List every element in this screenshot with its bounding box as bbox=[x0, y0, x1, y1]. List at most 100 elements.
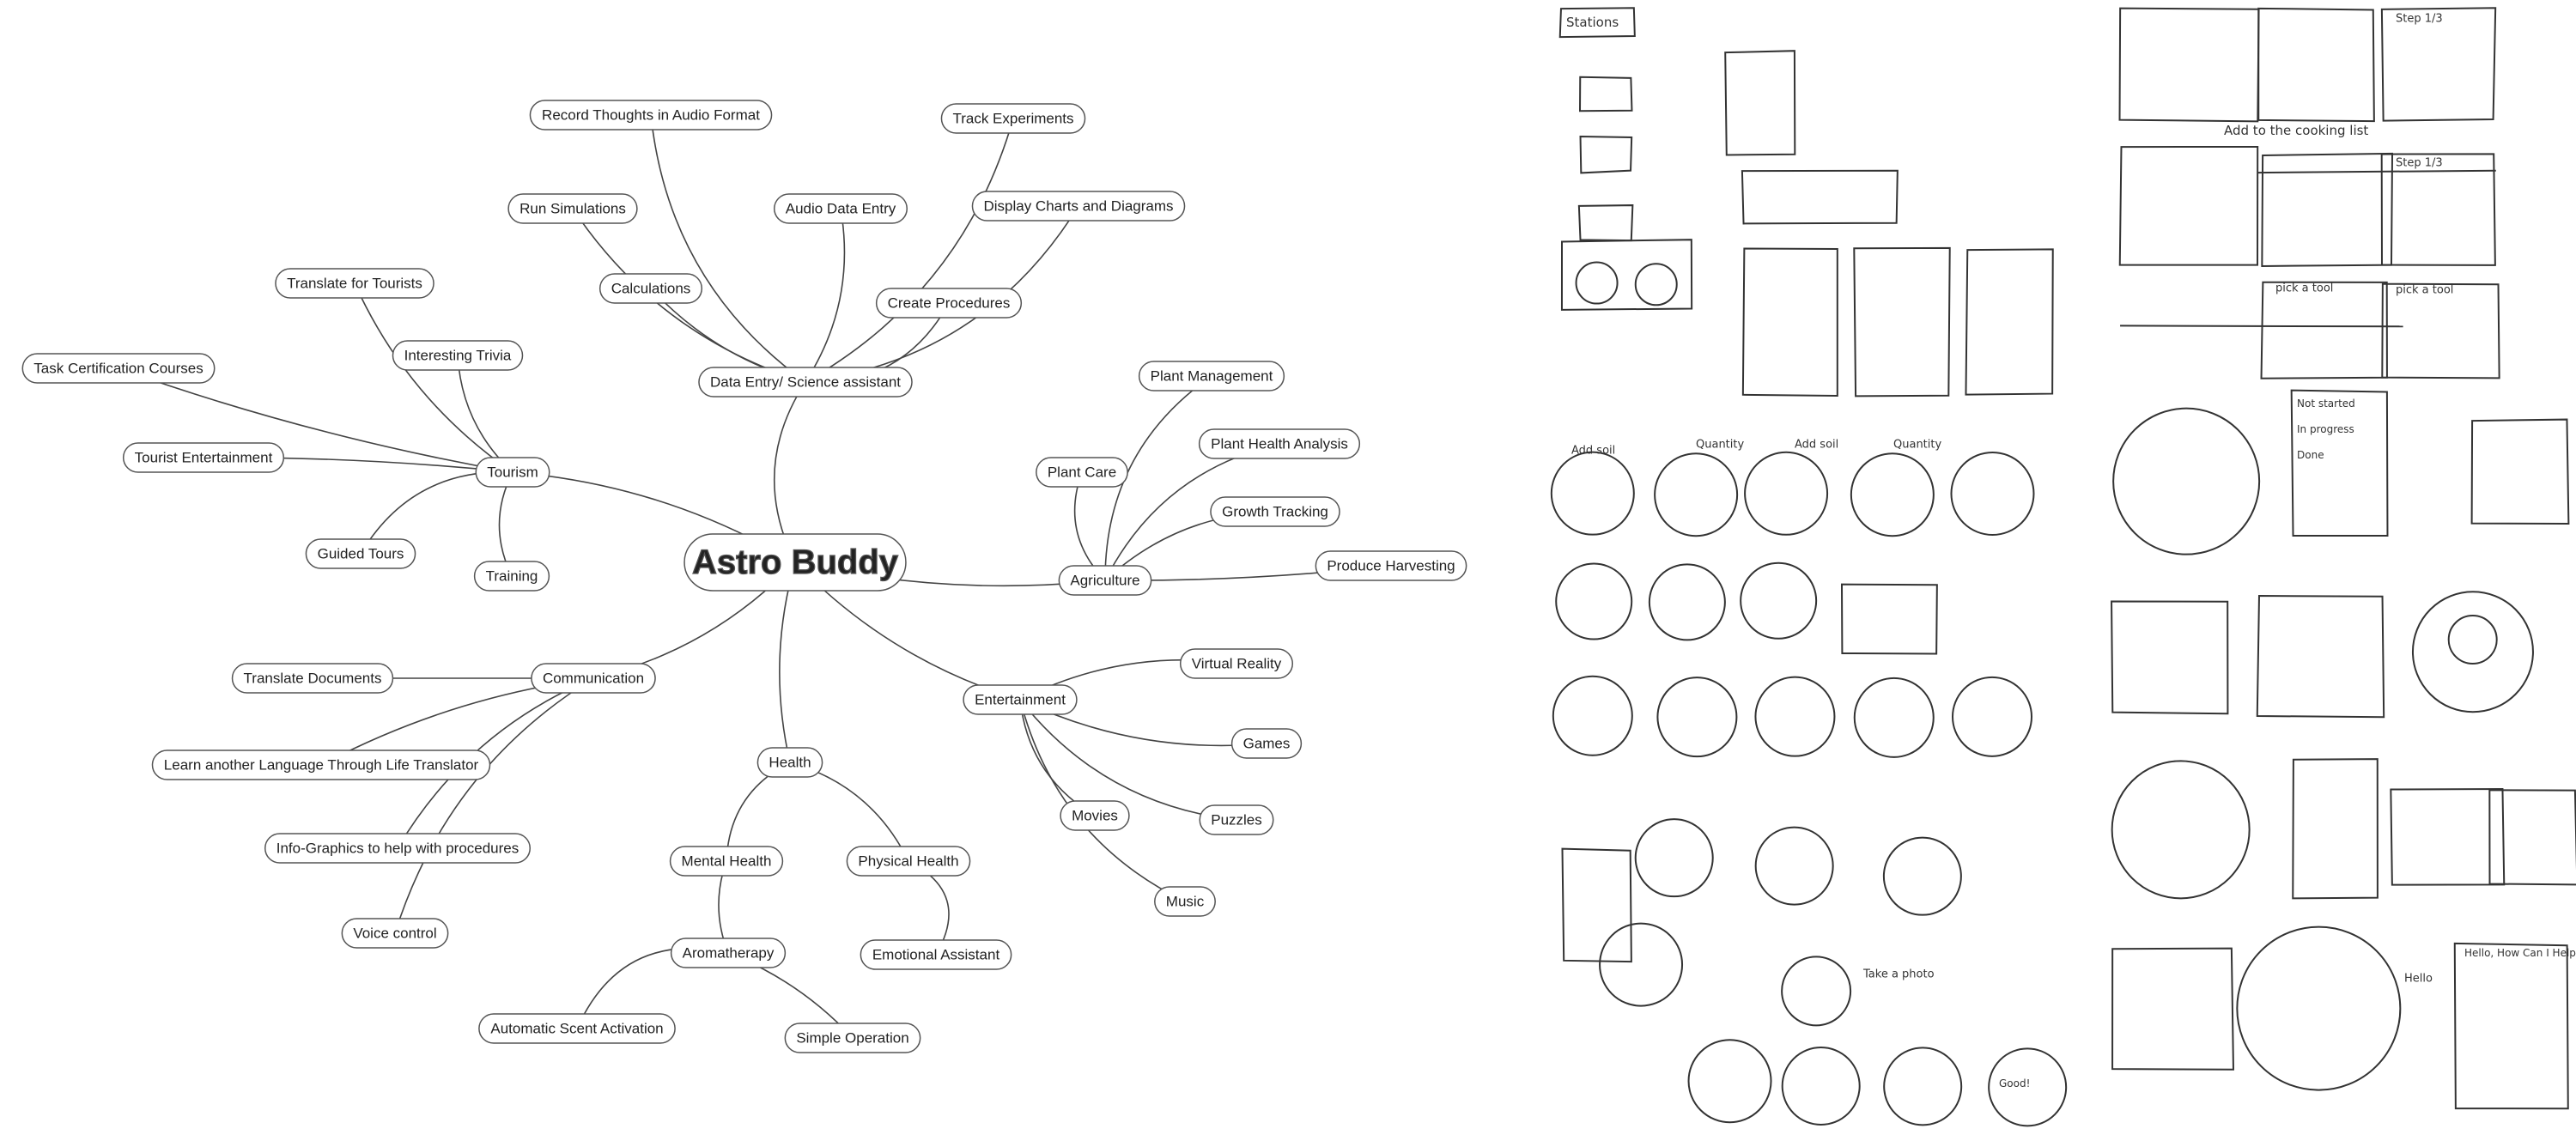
station-sketch bbox=[1579, 135, 1633, 174]
node-pill bbox=[1199, 804, 1274, 835]
connector-agriculture-to-plant-care bbox=[1073, 471, 1106, 581]
node-pill bbox=[264, 833, 532, 864]
node-label: Produce Harvesting bbox=[1327, 558, 1455, 574]
node-pill bbox=[151, 749, 491, 780]
node-pill bbox=[231, 663, 394, 694]
node-pill bbox=[1210, 496, 1340, 527]
node-label: Task Certification Courses bbox=[33, 361, 203, 377]
node-track-experiments: Track Experiments bbox=[940, 103, 1086, 134]
node-pill bbox=[1315, 550, 1467, 581]
tool-picker-sketch bbox=[2260, 281, 2388, 379]
node-pill bbox=[670, 938, 787, 968]
connector-tourism-to-interesting-trivia bbox=[457, 355, 513, 473]
status-list-sketch bbox=[2290, 389, 2389, 537]
node-pill bbox=[531, 663, 656, 694]
dial-sketch bbox=[1634, 263, 1678, 306]
tray-sketch bbox=[1741, 169, 1899, 225]
grid-screen-sketch bbox=[2118, 7, 2260, 123]
watch-screen-sketch bbox=[1599, 922, 1684, 1007]
node-pill bbox=[1179, 648, 1294, 679]
node-plant-health-analysis: Plant Health Analysis bbox=[1198, 428, 1361, 459]
watch-screen-sketch bbox=[1850, 452, 1935, 537]
node-label: Create Procedures bbox=[888, 295, 1011, 312]
node-games: Games bbox=[1230, 728, 1303, 759]
node-agriculture: Agriculture bbox=[1058, 565, 1152, 596]
popup-sketch bbox=[1840, 583, 1938, 655]
sketch-label: Quantity bbox=[1893, 439, 1941, 452]
form-screen-sketch bbox=[2488, 789, 2576, 886]
node-pill bbox=[341, 918, 449, 949]
sketch-label: Stations bbox=[1566, 15, 1619, 30]
screen-sketch bbox=[2257, 7, 2375, 123]
watch-screen-sketch bbox=[1950, 451, 2035, 536]
node-tourism: Tourism bbox=[475, 457, 550, 488]
phone-sketch bbox=[1561, 847, 1632, 963]
node-label: Automatic Scent Activation bbox=[490, 1021, 663, 1037]
node-label: Record Thoughts in Audio Format bbox=[542, 107, 760, 124]
node-guided-tours: Guided Tours bbox=[305, 538, 416, 569]
node-label: Growth Tracking bbox=[1222, 504, 1328, 520]
node-pill bbox=[860, 939, 1012, 970]
node-label: Astro Buddy bbox=[692, 543, 899, 581]
sketch-label: Good! bbox=[1999, 1077, 2030, 1089]
connector-tourism-to-task-certification-courses bbox=[118, 367, 513, 473]
node-label: Display Charts and Diagrams bbox=[983, 198, 1173, 215]
node-pill bbox=[773, 193, 908, 224]
phone-sketch bbox=[1965, 248, 2054, 396]
sketch-label: Step 1/3 bbox=[2396, 13, 2443, 26]
station-sketch bbox=[1577, 204, 1634, 242]
step-screen-sketch bbox=[2380, 7, 2497, 122]
mind-map-nodes: Astro Buddy Data Entry/ Science assistant… bbox=[21, 100, 1467, 1053]
node-communication: Communication bbox=[531, 663, 656, 694]
node-label: Entertainment bbox=[975, 692, 1066, 708]
node-pill bbox=[971, 191, 1186, 222]
connector-communication-to-voice-control bbox=[394, 677, 594, 934]
node-label: Learn another Language Through Life Tran… bbox=[164, 757, 479, 774]
node-entertainment: Entertainment bbox=[963, 684, 1078, 715]
node-pill bbox=[1036, 457, 1128, 488]
node-label: Mental Health bbox=[682, 853, 772, 870]
watch-screen-sketch bbox=[1552, 675, 1633, 756]
node-pill bbox=[475, 457, 550, 488]
watch-screen-sketch bbox=[1550, 451, 1635, 536]
sketch-label: pick a tool bbox=[2396, 284, 2453, 297]
node-label: Emotional Assistant bbox=[872, 947, 1000, 963]
node-task-certification-courses: Task Certification Courses bbox=[21, 353, 216, 384]
astro-buddy-mind-map: Astro Buddy Data Entry/ Science assistant… bbox=[21, 100, 1467, 1053]
node-interesting-trivia: Interesting Trivia bbox=[392, 340, 524, 371]
node-label: Agriculture bbox=[1070, 573, 1139, 589]
node-virtual-reality: Virtual Reality bbox=[1179, 648, 1294, 679]
node-translate-documents: Translate Documents bbox=[231, 663, 394, 694]
flow-arrow-sketch bbox=[2257, 169, 2496, 174]
node-growth-tracking: Growth Tracking bbox=[1210, 496, 1340, 527]
node-label: Aromatherapy bbox=[683, 945, 775, 962]
node-label: Puzzles bbox=[1211, 812, 1262, 828]
node-label: Audio Data Entry bbox=[786, 201, 896, 217]
assistant-watch-sketch bbox=[2236, 925, 2402, 1091]
node-pill bbox=[529, 100, 773, 130]
node-pill bbox=[21, 353, 216, 384]
node-display-charts-and-diagrams: Display Charts and Diagrams bbox=[971, 191, 1186, 222]
node-pill bbox=[698, 367, 913, 398]
node-pill bbox=[875, 288, 1023, 319]
node-pill bbox=[305, 538, 416, 569]
node-label: Interesting Trivia bbox=[404, 348, 512, 364]
step-screen-sketch bbox=[2380, 153, 2496, 266]
node-label: Plant Care bbox=[1048, 464, 1116, 481]
root-node: Astro Buddy bbox=[683, 533, 907, 592]
node-training: Training bbox=[473, 561, 550, 592]
grid-screen-sketch bbox=[2111, 600, 2229, 715]
node-label: Training bbox=[486, 568, 538, 585]
watch-screen-sketch bbox=[1882, 836, 1962, 916]
node-health: Health bbox=[756, 747, 823, 778]
node-audio-data-entry: Audio Data Entry bbox=[773, 193, 908, 224]
watch-screen-sketch bbox=[1781, 1046, 1861, 1126]
station-sketch bbox=[1578, 76, 1633, 112]
profile-watch-sketch bbox=[2411, 591, 2534, 713]
node-produce-harvesting: Produce Harvesting bbox=[1315, 550, 1467, 581]
node-data-entry-science-assistant: Data Entry/ Science assistant bbox=[698, 367, 913, 398]
node-pill bbox=[1058, 565, 1152, 596]
sketch-label: Add soil bbox=[1795, 439, 1838, 452]
tool-picker-sketch bbox=[2381, 282, 2500, 379]
node-label: Physical Health bbox=[858, 853, 958, 870]
